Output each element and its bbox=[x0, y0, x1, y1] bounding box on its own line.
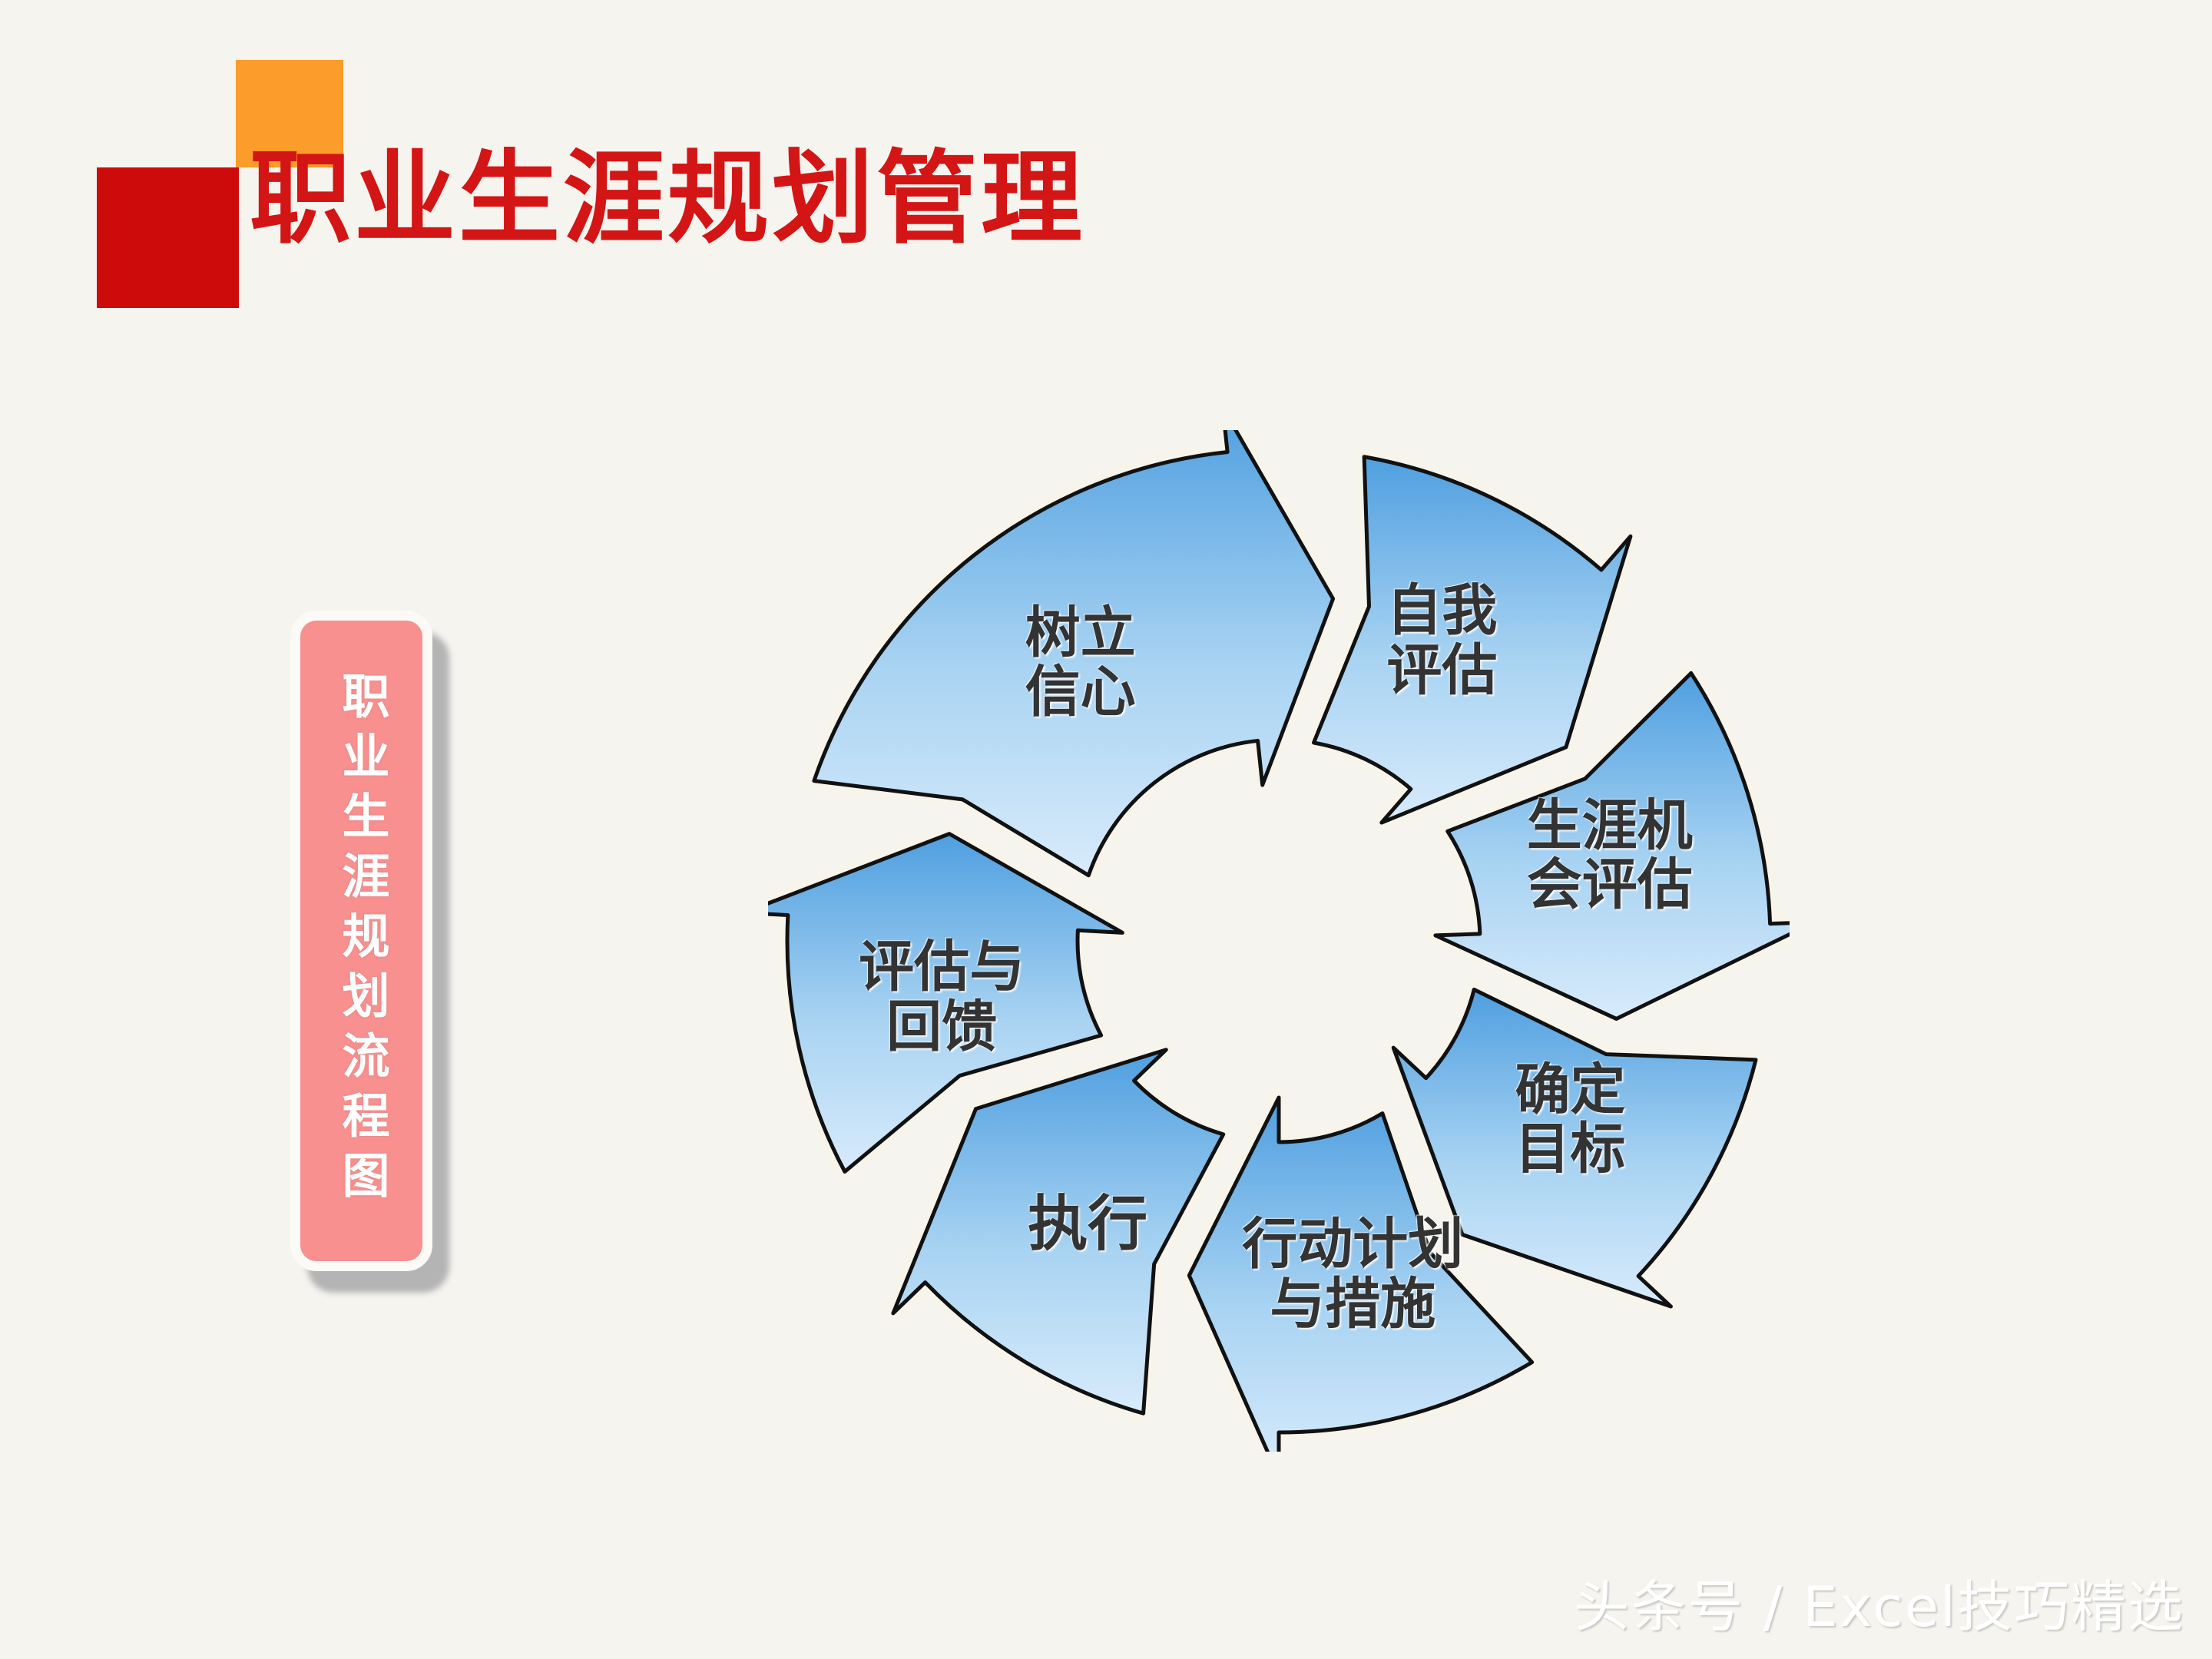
decoration-orange-square bbox=[236, 60, 343, 167]
cycle-segment-7 bbox=[803, 430, 1343, 886]
cycle-label-6: 评估与 回馈 bbox=[859, 934, 1025, 1059]
cycle-segment-shape-1 bbox=[1311, 455, 1633, 825]
cycle-segment-shape-4 bbox=[1187, 1095, 1535, 1452]
cycle-label-7: 树立 信心 bbox=[1025, 599, 1136, 724]
cycle-label-5: 执行 bbox=[1028, 1189, 1148, 1259]
cycle-segment-4 bbox=[1179, 1088, 1542, 1452]
cycle-segment-6 bbox=[768, 823, 1133, 1182]
watermark: 头条号 / Excel技巧精选 bbox=[1574, 1575, 2184, 1639]
side-caption-card: 职业生涯规划流程图 bbox=[290, 611, 432, 1271]
cycle-segment-shape-6 bbox=[768, 832, 1124, 1174]
cycle-segment-1 bbox=[1303, 446, 1641, 833]
cycle-segment-shape-5 bbox=[891, 1048, 1226, 1416]
side-caption: 职业生涯规划流程图 bbox=[290, 611, 449, 1293]
page-title: 职业生涯规划管理 bbox=[250, 140, 1085, 258]
cycle-label-2: 生涯机 会评估 bbox=[1526, 792, 1693, 917]
cycle-segment-shape-2 bbox=[1433, 671, 1790, 1021]
cycle-segment-shape-3 bbox=[1391, 987, 1758, 1309]
cycle-label-3: 确定 目标 bbox=[1515, 1056, 1626, 1181]
cycle-segment-shape-7 bbox=[812, 430, 1336, 878]
cycle-segment-5 bbox=[882, 1039, 1233, 1424]
cycle-segments bbox=[768, 430, 1790, 1452]
career-planning-cycle-diagram: 自我 评估生涯机 会评估确定 目标行动计划 与措施 执行 评估与 回馈 树立 信心 bbox=[768, 430, 1790, 1452]
decoration-red-square bbox=[97, 167, 239, 308]
cycle-label-4: 行动计划 与措施 bbox=[1242, 1211, 1464, 1336]
cycle-label-1: 自我 评估 bbox=[1386, 578, 1498, 702]
cycle-segment-3 bbox=[1383, 979, 1766, 1317]
cycle-segment-2 bbox=[1425, 663, 1790, 1029]
side-caption-label: 职业生涯规划流程图 bbox=[333, 671, 390, 1210]
cycle-svg bbox=[768, 430, 1790, 1452]
